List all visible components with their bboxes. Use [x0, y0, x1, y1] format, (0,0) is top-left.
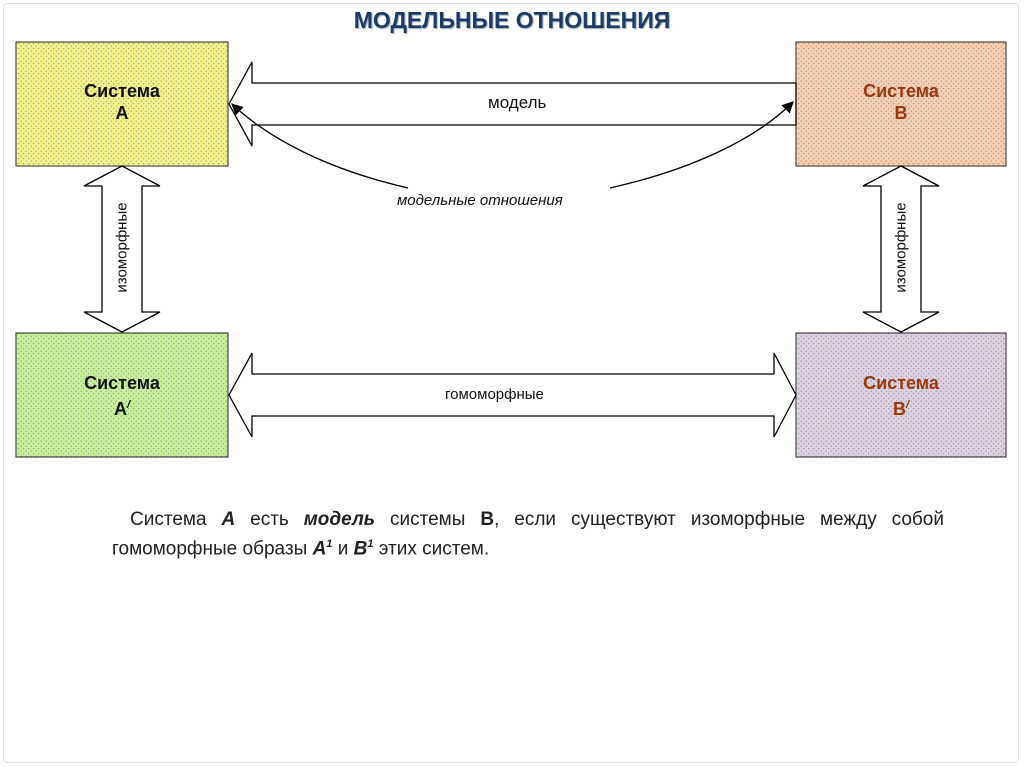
label-system-a1-line2: А/ [113, 399, 131, 419]
model-relation-curve-right [609, 101, 794, 189]
box-system-a [15, 41, 229, 167]
label-model: модель [488, 93, 547, 112]
model-relation-curve-left [231, 103, 409, 189]
slide-frame [3, 3, 1019, 763]
label-system-b1-line2: В/ [892, 399, 910, 419]
label-homomorphic: гомоморфные [445, 386, 544, 403]
label-isomorphic-right: изоморфные [892, 202, 910, 293]
box-system-b [795, 41, 1007, 167]
label-system-a-line1: Система [84, 81, 160, 101]
isomorphic-right-block-arrow [862, 165, 940, 333]
label-system-b1-line1: Система [863, 373, 939, 393]
label-system-a1: Система А/ [16, 372, 228, 420]
label-system-a-line2: А [115, 103, 129, 123]
label-system-b1: Система В/ [796, 372, 1006, 420]
box-system-b1 [795, 332, 1007, 458]
isomorphic-left-block-arrow [83, 165, 161, 333]
homomorphic-block-arrow [228, 352, 797, 438]
box-system-a1 [15, 332, 229, 458]
label-system-a: Система А [16, 80, 228, 124]
label-isomorphic-left: изоморфные [113, 202, 131, 293]
label-model-relations: модельные отношения [397, 192, 563, 209]
label-system-b-line1: Система [863, 81, 939, 101]
page-title: МОДЕЛЬНЫЕ ОТНОШЕНИЯ [353, 7, 671, 33]
label-system-b: Система В [796, 80, 1006, 124]
caption-paragraph: Система А есть модель системы В, если су… [112, 509, 944, 560]
label-system-a1-line1: Система [84, 373, 160, 393]
model-block-arrow [228, 61, 797, 147]
label-system-b-line2: В [894, 103, 908, 123]
